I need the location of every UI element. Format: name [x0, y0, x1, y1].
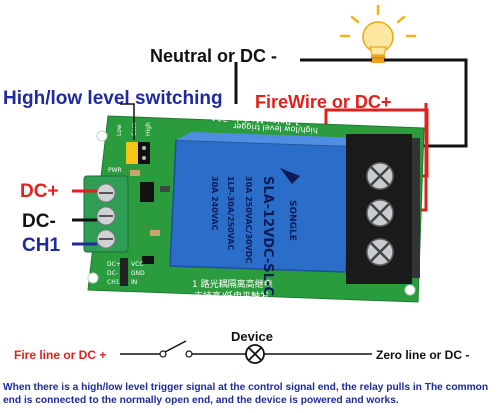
input-terminal-block — [84, 176, 128, 252]
pin-label-dcplus: DC+ — [107, 261, 121, 268]
relay-brand: SONGLE — [287, 200, 297, 241]
relay-rating-3: 30A 240VAC — [210, 176, 219, 231]
board-bottom-text-2: 支持高/低电平触发 — [194, 290, 269, 302]
jumper-label-high: High — [145, 122, 152, 136]
light-bulb-icon — [341, 6, 415, 63]
ch1-label: CH1 — [22, 235, 60, 257]
side-label-vcc: VCC — [131, 261, 143, 268]
device-label: Device — [231, 329, 273, 344]
dcminus-label: DC- — [22, 211, 56, 233]
relay-model: SLA-12VDC-SL-C — [260, 176, 275, 296]
pin-label-dcminus: DC- — [107, 270, 118, 277]
pin-label-ch1: CH1 — [107, 279, 120, 286]
relay-rating-2: 1LP-30A/250VAC — [226, 176, 235, 250]
switch-contact-right — [186, 351, 192, 357]
fire-line-label: Fire line or DC + — [14, 348, 106, 362]
side-label-in: IN — [131, 279, 137, 286]
dcplus-label: DC+ — [20, 181, 59, 203]
output-terminal-block — [346, 134, 420, 284]
jumper-label-low: Low — [116, 124, 123, 136]
side-label-gnd: GND — [131, 270, 145, 277]
pwr-led-label: PWR — [108, 167, 122, 174]
zero-line-label: Zero line or DC - — [376, 348, 469, 362]
switch-lever — [165, 341, 186, 352]
relay-rating-1: 30A 250VAC/30VDC — [244, 176, 253, 263]
explanation-note: When there is a high/low level trigger s… — [3, 381, 498, 407]
